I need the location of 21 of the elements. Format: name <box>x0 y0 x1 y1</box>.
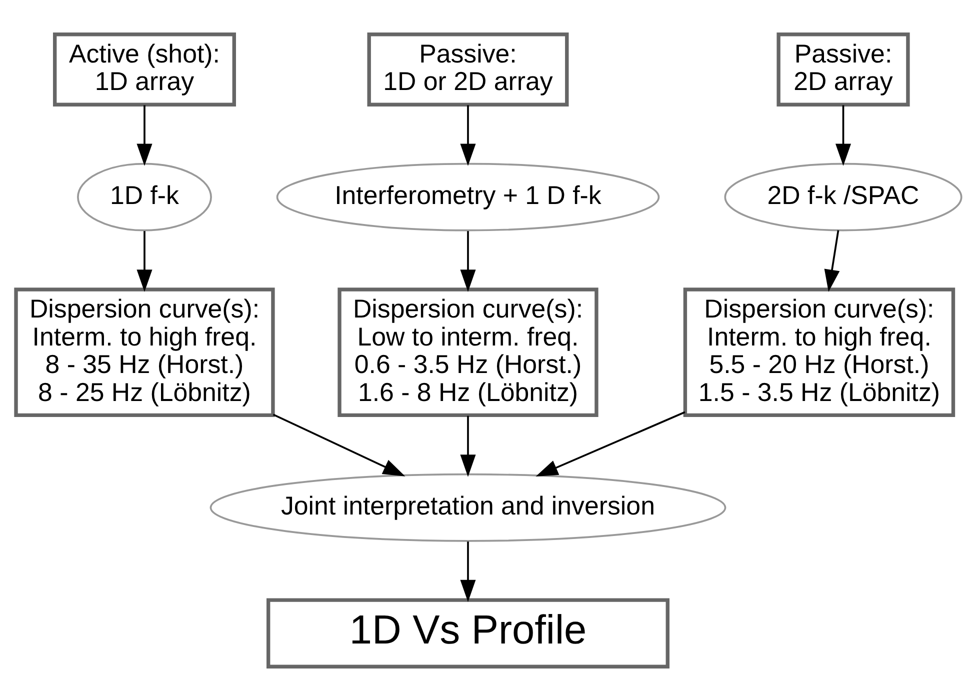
arrow <box>824 230 840 292</box>
node-box: Dispersion curve(s): Interm. to high freq. 5.5 - 20 Hz (Horst.) 1.5 - 3.5 Hz (Löbnitz) <box>683 287 956 417</box>
arrow <box>460 415 476 476</box>
arrow <box>460 230 476 292</box>
arrow <box>136 104 152 166</box>
arrow <box>460 541 476 602</box>
node-ellipse: 1D f-k <box>77 162 212 231</box>
arrow <box>835 104 852 166</box>
node-box: Passive: 2D array <box>776 32 910 106</box>
node-box: Passive: 1D or 2D array <box>367 32 569 106</box>
node-ellipse: Interferometry + 1 D f-k <box>276 162 660 231</box>
arrow <box>136 230 152 292</box>
node-box: Dispersion curve(s): Low to interm. freq. 0.6 - 3.5 Hz (Horst.) 1.6 - 8 Hz (Löbnitz) <box>338 287 598 417</box>
node-box: 1D Vs Profile <box>266 598 670 668</box>
arrow <box>272 413 406 476</box>
node-box: Active (shot): 1D array <box>52 32 236 106</box>
node-ellipse: 2D f-k /SPAC <box>724 162 962 231</box>
arrow <box>536 410 686 476</box>
node-ellipse: Joint interpretation and inversion <box>210 472 726 542</box>
arrow <box>460 104 476 166</box>
node-box: Dispersion curve(s): Interm. to high freq. 8 - 35 Hz (Horst.) 8 - 25 Hz (Löbnitz) <box>14 287 275 417</box>
